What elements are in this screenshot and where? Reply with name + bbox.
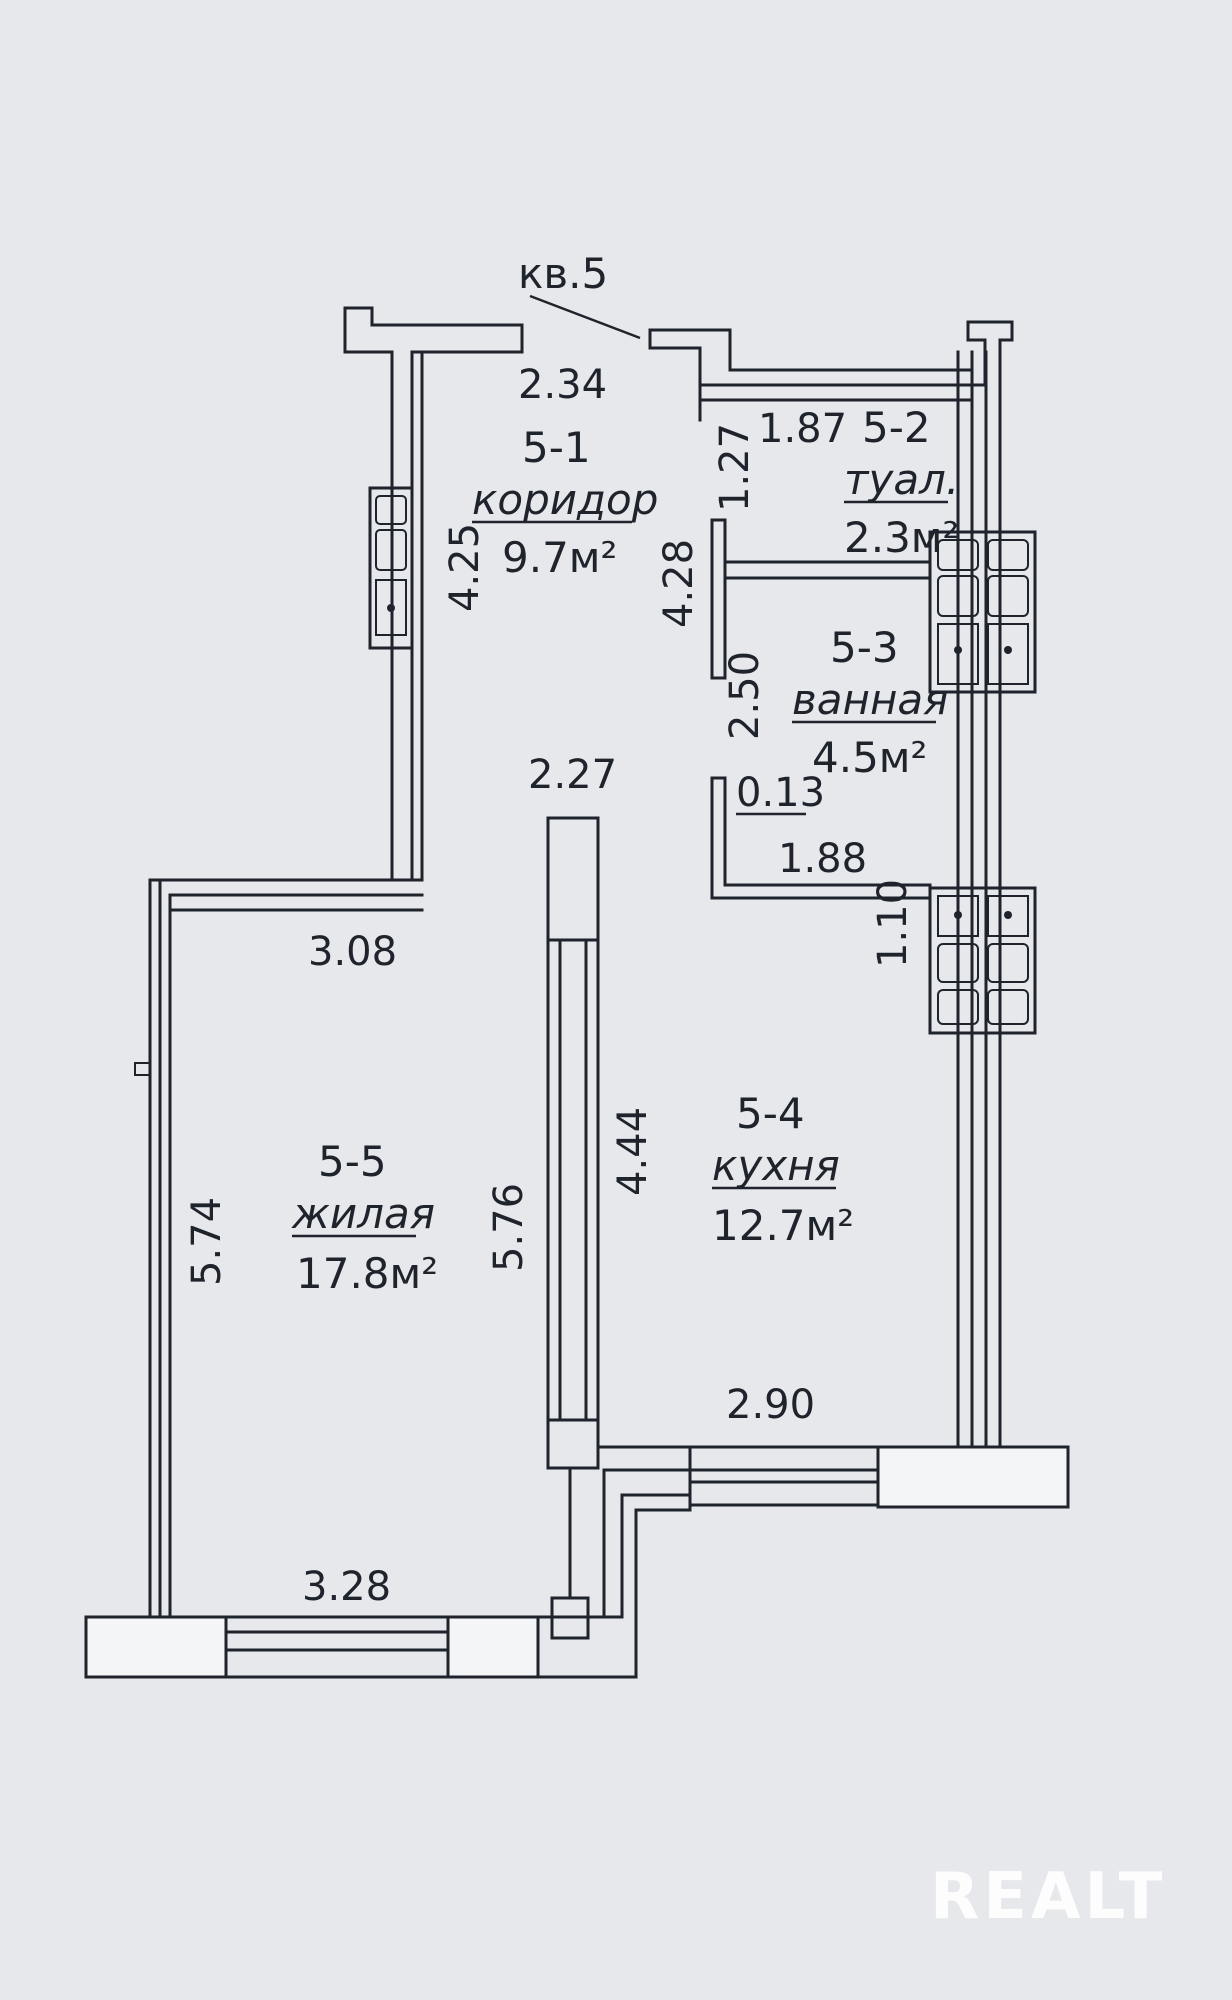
vent-shaft-right-top bbox=[928, 530, 1037, 694]
vent-rb-cell1 bbox=[937, 895, 979, 937]
vent-rt-cell2 bbox=[987, 539, 1029, 571]
wall-top-right bbox=[648, 320, 1014, 387]
room-3-area: 4.5м² bbox=[812, 733, 927, 782]
room-5-id: 5-5 bbox=[318, 1137, 387, 1186]
wall-toilet-bath-partition bbox=[710, 518, 727, 680]
vent-rb-dot1 bbox=[954, 911, 962, 919]
wall-bottom-notch-inner bbox=[536, 1493, 692, 1619]
dim-bath-width: 1.88 bbox=[778, 836, 867, 882]
vent-shaft-left bbox=[368, 486, 414, 650]
room-2-id: 5-2 bbox=[862, 403, 931, 452]
room-1-area: 9.7м² bbox=[502, 533, 617, 582]
room-1-name: коридор bbox=[472, 475, 658, 524]
vent-rb-dot2 bbox=[1004, 911, 1012, 919]
room-3-id: 5-3 bbox=[830, 623, 899, 672]
vent-rt-cell6 bbox=[987, 623, 1029, 685]
partition-column bbox=[546, 816, 600, 1470]
vent-left-cell3 bbox=[375, 579, 407, 636]
vent-rt-dot2 bbox=[1004, 646, 1012, 654]
vent-rt-dot1 bbox=[954, 646, 962, 654]
room-2-area: 2.3м² bbox=[844, 513, 959, 562]
vent-left-dot bbox=[387, 604, 395, 612]
dim-partition-top: 2.27 bbox=[528, 752, 617, 798]
wall-notch bbox=[134, 1062, 150, 1076]
dim-toilet-depth: 1.27 bbox=[712, 423, 758, 512]
wall-kitchen-bottom-right bbox=[876, 1445, 1070, 1509]
room-4-name: кухня bbox=[712, 1141, 840, 1190]
vent-rb-cell3 bbox=[937, 943, 979, 983]
vent-rb-frame bbox=[928, 886, 1037, 1035]
room-1-id: 5-1 bbox=[522, 423, 591, 472]
wall-entrance-left-stub-inner bbox=[343, 306, 394, 882]
vent-rb-cell2 bbox=[987, 895, 1029, 937]
dim-kitchen-length: 4.44 bbox=[610, 1107, 656, 1196]
vent-rt-frame bbox=[928, 530, 1037, 694]
realt-watermark: REALT bbox=[930, 1860, 1166, 1934]
vent-rb-cell5 bbox=[937, 989, 979, 1025]
room-4-area: 12.7м² bbox=[712, 1201, 854, 1250]
vent-rb-cell6 bbox=[987, 989, 1029, 1025]
wall-living-top-inner bbox=[168, 893, 424, 1622]
apartment-label: кв.5 bbox=[518, 249, 608, 298]
vent-left-cell1 bbox=[375, 495, 407, 525]
wall-bath-bottom bbox=[710, 776, 932, 900]
dim-bath-block-height: 4.28 bbox=[656, 539, 702, 628]
wall-bottom-notch bbox=[536, 1445, 692, 1679]
room-5-name: жилая bbox=[291, 1189, 435, 1238]
wall-living-bottom-right bbox=[446, 1615, 540, 1679]
room-4-id: 5-4 bbox=[736, 1089, 805, 1138]
vent-rb-cell4 bbox=[987, 943, 1029, 983]
room-3-name: ванная bbox=[792, 675, 948, 724]
vent-rt-cell3 bbox=[937, 575, 979, 617]
vent-rt-cell1 bbox=[937, 539, 979, 571]
dim-kitchen-riser: 1.10 bbox=[870, 879, 916, 968]
room-5-area: 17.8м² bbox=[296, 1249, 438, 1298]
partition-living-kitchen bbox=[546, 816, 606, 1640]
vent-rt-cell5 bbox=[937, 623, 979, 685]
apartment-leader-line bbox=[529, 294, 641, 340]
partition-post bbox=[550, 1596, 590, 1640]
dim-living-top: 3.08 bbox=[308, 929, 397, 975]
vent-rt-cell4 bbox=[987, 575, 1029, 617]
dim-corridor-width: 2.34 bbox=[518, 362, 607, 408]
dim-living-bottom: 3.28 bbox=[302, 1564, 391, 1610]
dim-toilet-width: 1.87 bbox=[758, 406, 847, 452]
wall-entrance-left-stub bbox=[343, 306, 524, 882]
wall-top-right-inner bbox=[648, 328, 974, 372]
dim-corridor-length: 4.25 bbox=[442, 523, 488, 612]
dim-living-length-inner: 5.76 bbox=[486, 1183, 532, 1272]
room-2-name: туал. bbox=[844, 455, 959, 504]
dim-bath-depth: 2.50 bbox=[722, 651, 768, 740]
dim-bath-small: 0.13 bbox=[736, 770, 825, 816]
wall-living-top bbox=[148, 878, 424, 1622]
dim-living-length-outer: 5.74 bbox=[184, 1197, 230, 1286]
vent-left-frame bbox=[368, 486, 414, 650]
vent-shaft-right-bottom bbox=[928, 886, 1037, 1035]
outer-walls bbox=[84, 306, 1070, 1679]
vent-left-cell2 bbox=[375, 529, 407, 571]
dim-kitchen-bottom: 2.90 bbox=[726, 1382, 815, 1428]
wall-living-bottom-left bbox=[84, 1615, 228, 1679]
